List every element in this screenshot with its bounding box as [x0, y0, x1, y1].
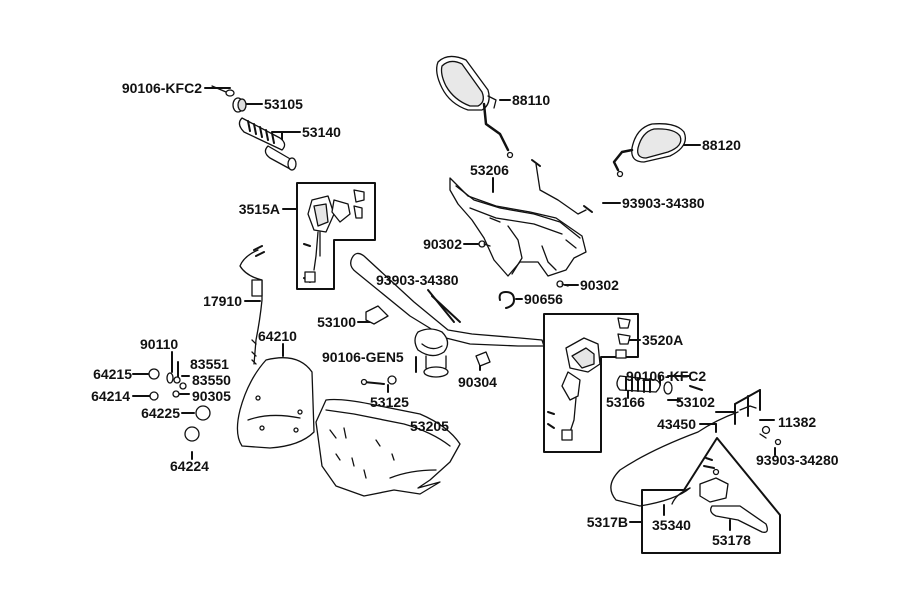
part-83550-sticker: [179, 382, 187, 390]
part-90656-clip: [498, 291, 515, 309]
label-64224: 64224: [170, 458, 209, 474]
label-90106-gen5: 90106-GEN5: [322, 349, 404, 365]
part-88120-mirror: [612, 123, 687, 178]
part-90106-kfc2-screw: [211, 85, 235, 97]
group-box-3515a: [296, 182, 376, 290]
part-83551-sticker: [173, 376, 181, 384]
part-53100-handlebar: [350, 252, 545, 378]
label-64225: 64225: [141, 405, 180, 421]
label-90302-right: 90302: [580, 277, 619, 293]
label-90304: 90304: [458, 374, 497, 390]
label-90302-left: 90302: [423, 236, 462, 252]
part-53206-handlebar-cover: [449, 177, 587, 277]
label-90110: 90110: [140, 336, 179, 352]
group-box-3520a: [543, 313, 639, 453]
part-53166-grip: [616, 375, 661, 393]
group-box-5317b: [641, 437, 781, 554]
label-53102: 53102: [676, 394, 715, 410]
label-90106-kfc2: 90106-KFC2: [121, 80, 202, 96]
part-53125-nut: [387, 375, 397, 385]
part-3520a-switch: [547, 317, 631, 441]
label-53105: 53105: [264, 96, 303, 112]
label-3515a: 3515A: [238, 201, 280, 217]
part-53102-bar-end: [663, 381, 673, 395]
part-53178-lever: [710, 505, 768, 533]
label-11382: 11382: [778, 414, 817, 430]
label-53178: 53178: [712, 532, 751, 548]
part-5317b-lever-assembly: [699, 457, 729, 503]
part-43450-cable: [610, 405, 757, 507]
label-90656: 90656: [524, 291, 563, 307]
part-90302-bolt-left: [478, 240, 491, 248]
label-64210: 64210: [258, 328, 297, 344]
label-93903-34280: 93903-34280: [756, 452, 839, 468]
part-64225-cap: [195, 405, 211, 421]
label-53205: 53205: [410, 418, 449, 434]
part-88110-mirror: [436, 55, 514, 159]
part-64210-windscreen: [236, 357, 315, 449]
label-88120: 88120: [702, 137, 741, 153]
label-93903-34380-top: 93903-34380: [622, 195, 705, 211]
part-64224-cap: [184, 426, 200, 442]
leader-lines: [132, 87, 776, 531]
part-11382-bolt: [759, 425, 771, 439]
part-35340-switch: [671, 487, 691, 505]
label-53140: 53140: [302, 124, 341, 140]
part-93903-34380-screw-top: [531, 159, 593, 215]
label-83551: 83551: [190, 356, 229, 372]
part-64214-knob: [149, 391, 159, 401]
label-90305: 90305: [192, 388, 231, 404]
label-83550: 83550: [192, 372, 231, 388]
part-90110-washer: [166, 372, 174, 384]
label-64215: 64215: [93, 366, 132, 382]
part-90304-bolt: [475, 351, 491, 367]
part-93903-34380-screw-mid: [431, 295, 461, 323]
part-17910-throttle-cable: [239, 245, 265, 365]
part-93903-34280-screw: [774, 438, 782, 446]
part-53105-bar-end: [232, 97, 247, 113]
label-17910: 17910: [203, 293, 242, 309]
label-90106-kfc2-right: 90106-KFC2: [626, 368, 707, 384]
part-3515a-switch: [303, 189, 365, 283]
label-53100: 53100: [317, 314, 356, 330]
label-64214: 64214: [91, 388, 130, 404]
label-53125: 53125: [370, 394, 409, 410]
part-53140-grip: [238, 117, 297, 171]
label-53166: 53166: [606, 394, 645, 410]
part-90106-kfc2-screw-right: [689, 385, 703, 391]
label-53206: 53206: [470, 162, 509, 178]
part-90106-gen5-screw: [360, 378, 385, 386]
label-3520a: 3520A: [642, 332, 684, 348]
label-93903-34380-mid: 93903-34380: [376, 272, 459, 288]
part-90302-bolt-right: [556, 280, 569, 288]
label-5317b: 5317B: [586, 514, 628, 530]
label-35340: 35340: [652, 517, 691, 533]
label-43450: 43450: [657, 416, 696, 432]
label-88110: 88110: [512, 92, 551, 108]
part-64215-knob: [148, 368, 160, 380]
part-53205-front-cover: [315, 398, 461, 497]
part-90305-nut: [172, 390, 180, 398]
